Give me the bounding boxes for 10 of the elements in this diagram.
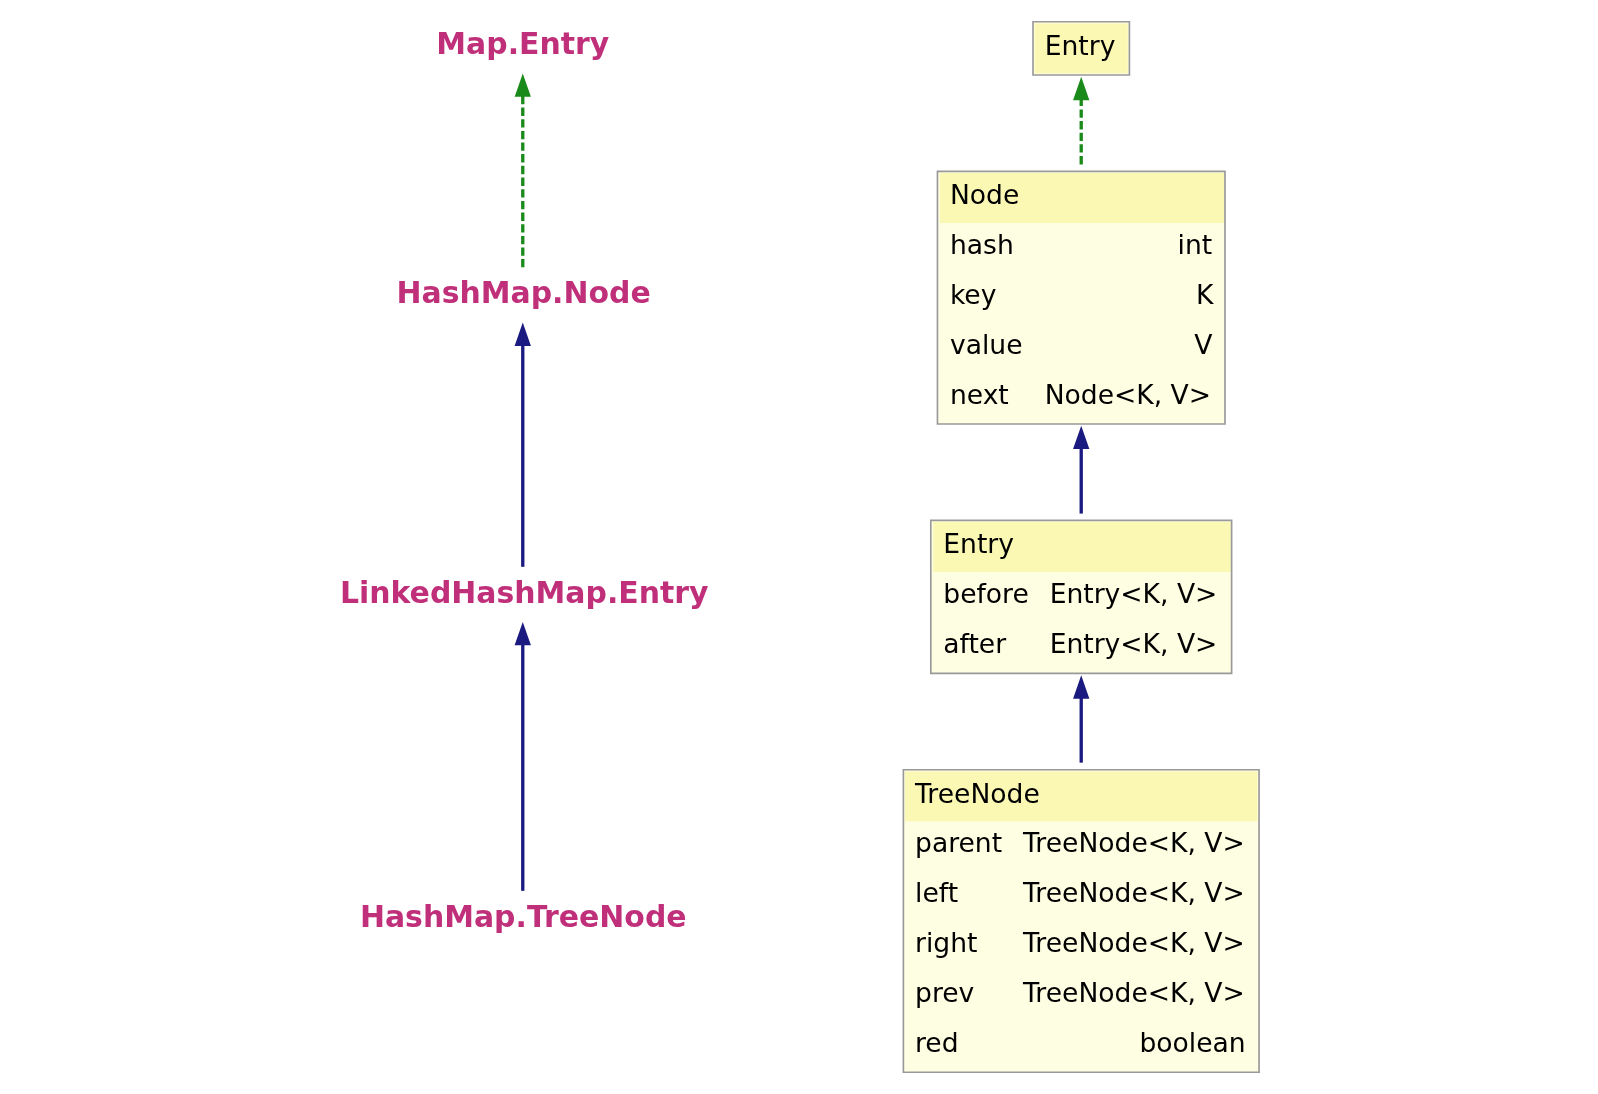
arrow bbox=[1072, 675, 1089, 763]
node-text: HashMap.Node bbox=[395, 275, 651, 311]
arrow bbox=[514, 73, 531, 268]
arrow bbox=[1072, 425, 1089, 514]
node-text: LinkedHashMap.Entry bbox=[339, 574, 709, 610]
arrow bbox=[514, 322, 531, 567]
arrow bbox=[1072, 76, 1089, 165]
node-text: Map.Entry bbox=[435, 26, 609, 62]
node-text: HashMap.TreeNode bbox=[359, 898, 687, 934]
arrow bbox=[514, 621, 531, 891]
